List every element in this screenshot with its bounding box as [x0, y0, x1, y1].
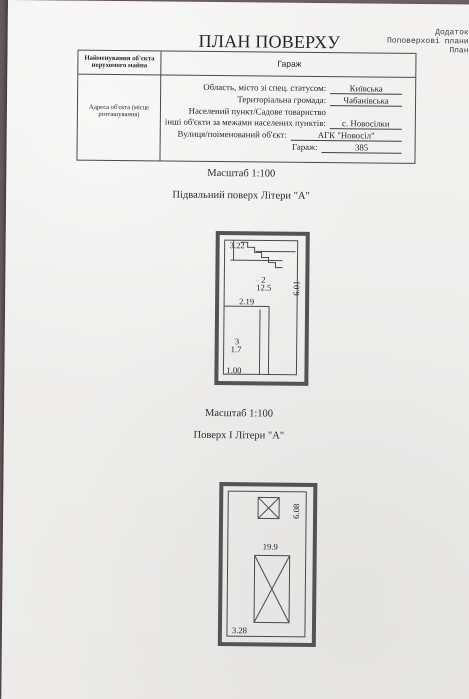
basement-dim-height: 6.01	[291, 280, 302, 296]
first-floor-outer-wall	[217, 482, 318, 647]
first-floor-dim-bottom: 3.28	[231, 625, 248, 636]
community-label: Територіальна громада:	[237, 94, 327, 106]
first-floor-title: Поверх І Літери "А"	[193, 429, 285, 442]
object-info-table: Найменування об'єкта нерухомого майна Га…	[76, 49, 417, 164]
address-line-garage: Гараж:385	[292, 142, 402, 154]
first-floor-inner-wall	[226, 490, 307, 638]
garage-label: Гараж:	[291, 141, 318, 152]
object-label: Найменування об'єкта нерухомого майна	[84, 54, 155, 70]
basement-room-area-2: 12.5	[256, 282, 272, 293]
address-line-community: Територіальна громада:Чабанівська	[237, 94, 403, 107]
lower-rectangle	[253, 554, 291, 624]
street-label: Вулиця/поіменований об'єкт:	[177, 128, 287, 140]
table-divider	[159, 51, 162, 161]
first-floor-area: 19.9	[262, 541, 278, 552]
basement-dim-width: 3.22	[229, 240, 245, 251]
address-line-region: Область, місто зі спец. статусом:Київськ…	[203, 81, 403, 95]
address-label: Адреса об'єкта (місце розташування)	[88, 103, 150, 119]
basement-scale: Масштаб 1:100	[207, 167, 276, 180]
outside-label: інші об'єкти за межами населених пунктів…	[164, 116, 326, 129]
basement-dim-bottom: 1.00	[226, 365, 242, 376]
address-line-street: Вулиця/поіменований об'єкт:АГК "Новосіл"	[178, 129, 402, 142]
basement-dim-partition: 2.19	[239, 296, 255, 307]
street-value: АГК "Новосіл"	[290, 129, 402, 142]
first-floor-plan	[217, 482, 318, 647]
basement-door-jamb	[258, 309, 261, 375]
appendix-note: Додаток Поповерхові плани План	[364, 27, 469, 55]
basement-partition-side	[267, 306, 270, 375]
community-value: Чабанівська	[329, 95, 403, 107]
garage-value: 385	[321, 142, 402, 154]
upper-square	[257, 496, 280, 520]
basement-room-area-3: 1.7	[230, 344, 242, 355]
plan-title: ПЛАН ПОВЕРХУ	[198, 30, 341, 53]
settlement-label: Населений пункт/Садове товариство	[188, 105, 326, 118]
upper-square-diagonal-2	[257, 497, 280, 519]
outside-value: с. Новосілки	[329, 118, 402, 130]
region-value: Київська	[330, 83, 403, 95]
first-floor-dim-height: 6.08	[291, 503, 302, 519]
basement-outer-wall	[214, 231, 310, 386]
first-floor-scale: Масштаб 1:100	[204, 407, 274, 420]
basement-title: Підвальний поверх Літери "А"	[172, 189, 310, 202]
basement-stairs	[240, 241, 283, 269]
settlement-value	[330, 115, 402, 116]
basement-floor-plan	[214, 231, 310, 386]
address-line-outside: інші об'єкти за межами населених пунктів…	[165, 117, 402, 130]
region-label: Область, місто зі спец. статусом:	[203, 81, 327, 94]
lower-rectangle-diagonal-2	[253, 555, 291, 623]
